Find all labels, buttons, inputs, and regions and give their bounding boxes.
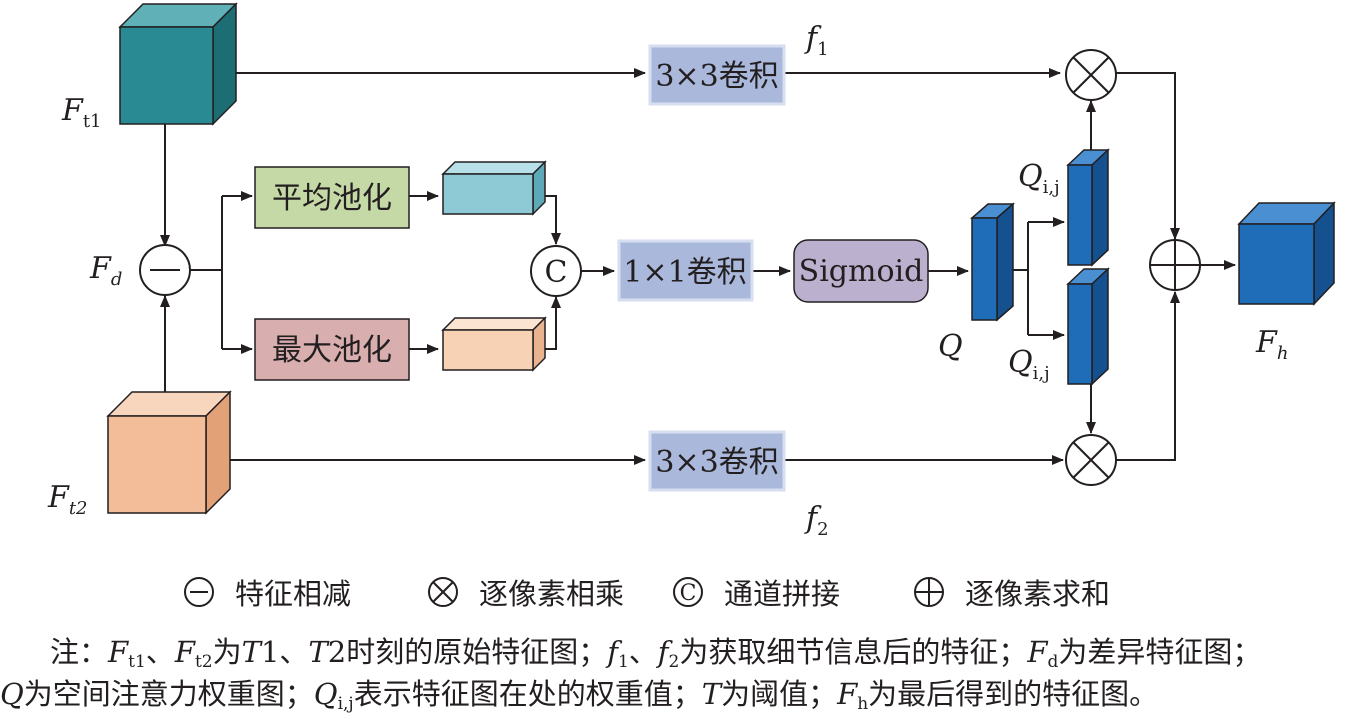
avg-pool-output-cuboid — [441, 160, 547, 216]
f1-label: f1 — [804, 21, 829, 60]
conv-top-box: 3×3卷积 — [648, 44, 786, 106]
conv-1x1-box: 1×1卷积 — [617, 239, 754, 302]
note-line-1: 注：Ft1、Ft2为T1、T2时刻的原始特征图；f1、f2为获取细节信息后的特征… — [50, 635, 1262, 672]
f2-label: f2 — [804, 501, 829, 540]
concat-operator: C — [530, 245, 582, 297]
conv-top-label: 3×3卷积 — [655, 59, 778, 94]
qij-top-slab — [1066, 148, 1110, 267]
conv-1x1-label: 1×1卷积 — [623, 255, 746, 290]
legend: 特征相减 逐像素相乘 C 通道拼接 逐像素求和 — [0, 570, 1369, 614]
sum-operator — [1149, 239, 1201, 291]
max-pool-label: 最大池化 — [272, 333, 392, 368]
qij-bottom-label: Qi,j — [1008, 345, 1050, 384]
conv-bottom-label: 3×3卷积 — [655, 445, 778, 480]
legend-label-subtract: 特征相减 — [235, 577, 352, 611]
subtract-operator — [139, 244, 191, 296]
q-slab — [970, 202, 1015, 322]
note-line-2: Q为空间注意力权重图；Qi,j表示特征图在处的权重值；T为阈值；Fh为最后得到的… — [0, 677, 1159, 714]
ft1-cube — [118, 2, 238, 126]
legend-label-concat: 通道拼接 — [724, 577, 841, 611]
multiply-operator-top — [1065, 49, 1117, 101]
c-circle-icon: C — [673, 577, 703, 607]
conv-bottom-box: 3×3卷积 — [648, 430, 786, 492]
avg-pool-label: 平均池化 — [272, 181, 392, 216]
sigmoid-box: Sigmoid — [793, 239, 929, 303]
ft1-label: Ft1 — [61, 93, 102, 132]
max-pool-output-cuboid — [441, 316, 547, 372]
svg-text:C: C — [680, 581, 697, 606]
fh-cube — [1237, 201, 1336, 306]
fh-label: Fh — [1255, 325, 1288, 364]
legend-item-multiply: 逐像素相乘 — [427, 570, 624, 614]
qij-bottom-slab — [1066, 267, 1110, 386]
multiply-operator-bottom — [1065, 434, 1117, 486]
avg-pool-box: 平均池化 — [254, 166, 410, 229]
ft2-cube — [106, 390, 232, 515]
legend-item-concat: C 通道拼接 — [672, 570, 840, 614]
max-pool-box: 最大池化 — [254, 318, 410, 381]
connections — [160, 68, 1236, 465]
plus-circle-icon — [914, 577, 944, 607]
network-diagram: 3×3卷积 3×3卷积 平均池化 最大池化 1×1卷积 Sigmoid C — [47, 2, 1336, 540]
legend-label-multiply: 逐像素相乘 — [479, 577, 625, 611]
minus-circle-icon — [184, 577, 214, 607]
sigmoid-label: Sigmoid — [799, 254, 924, 289]
legend-label-sum: 逐像素求和 — [965, 577, 1111, 611]
concat-symbol: C — [545, 255, 568, 290]
times-circle-icon — [428, 577, 458, 607]
ft2-label: Ft2 — [47, 480, 88, 519]
fd-label: Fd — [89, 251, 122, 290]
legend-item-subtract: 特征相减 — [183, 570, 351, 614]
qij-top-label: Qi,j — [1018, 159, 1060, 198]
q-label: Q — [938, 329, 963, 364]
legend-item-sum: 逐像素求和 — [913, 570, 1110, 614]
